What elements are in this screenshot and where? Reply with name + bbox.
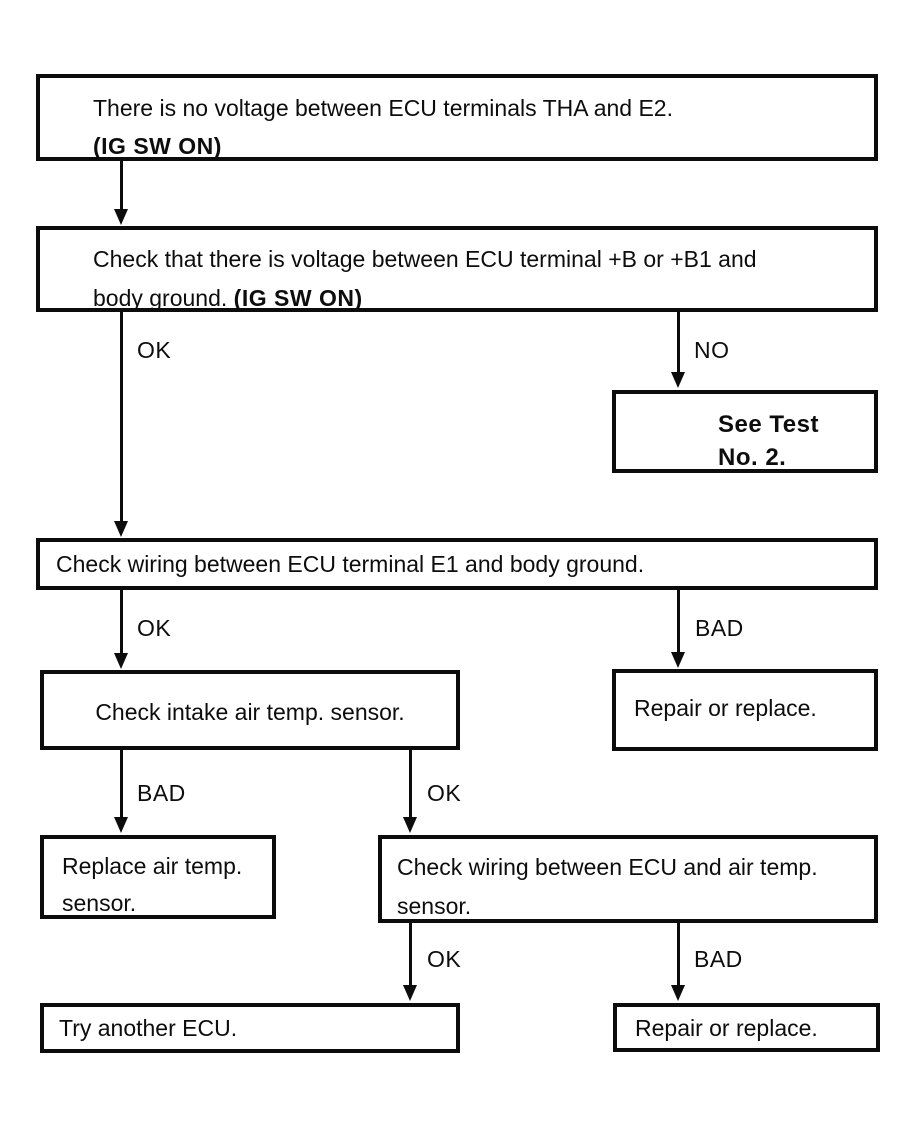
edge-label-bad: BAD	[694, 946, 743, 972]
arrowhead-icon	[114, 209, 128, 225]
connector-line	[120, 590, 123, 655]
node-repair-replace-2: Repair or replace.	[613, 1003, 880, 1052]
node-repair-replace-2-text: Repair or replace.	[635, 1014, 818, 1041]
connector-line	[677, 923, 680, 987]
node-repair-replace-1-text: Repair or replace.	[634, 695, 817, 721]
node-check-wiring-e1-text: Check wiring between ECU terminal E1 and…	[56, 551, 645, 577]
node-see-test-line2: No. 2.	[718, 444, 787, 471]
edge-label-ok: OK	[137, 615, 172, 641]
node-replace-sensor-line2: sensor.	[62, 890, 137, 916]
node-check-voltage-line2: body ground. (IG SW ON)	[93, 285, 363, 311]
node-replace-sensor: Replace air temp. sensor.	[40, 835, 276, 919]
arrowhead-icon	[671, 985, 685, 1001]
node-try-another-ecu: Try another ECU.	[40, 1003, 460, 1053]
connector-line	[120, 750, 123, 819]
node-try-another-ecu-text: Try another ECU.	[59, 1015, 238, 1041]
arrowhead-icon	[403, 985, 417, 1001]
node-check-voltage: Check that there is voltage between ECU …	[36, 226, 878, 312]
node-check-wiring-sensor-line1: Check wiring between ECU and air temp.	[397, 854, 818, 880]
edge-label-ok: OK	[427, 946, 462, 972]
node-start: There is no voltage between ECU terminal…	[36, 74, 878, 161]
node-start-line2: (IG SW ON)	[93, 133, 222, 159]
node-check-voltage-line1: Check that there is voltage between ECU …	[93, 246, 757, 272]
connector-line	[120, 160, 123, 211]
node-check-wiring-sensor-line2: sensor.	[397, 893, 472, 919]
arrowhead-icon	[671, 652, 685, 668]
edge-label-no: NO	[694, 337, 730, 363]
edge-label-ok: OK	[427, 780, 462, 806]
edge-label-ok: OK	[137, 337, 172, 363]
node-repair-replace-1: Repair or replace.	[612, 669, 878, 751]
node-check-intake-sensor-text: Check intake air temp. sensor.	[95, 699, 405, 725]
connector-line	[677, 590, 680, 654]
edge-label-bad: BAD	[695, 615, 744, 641]
node-replace-sensor-line1: Replace air temp.	[62, 853, 243, 879]
node-see-test-line1: See Test	[718, 411, 819, 438]
arrowhead-icon	[114, 521, 128, 537]
connector-line	[409, 750, 412, 819]
edge-label-bad: BAD	[137, 780, 186, 806]
node-check-intake-sensor: Check intake air temp. sensor.	[40, 670, 460, 750]
node-start-line1: There is no voltage between ECU terminal…	[93, 95, 673, 121]
node-check-wiring-e1: Check wiring between ECU terminal E1 and…	[36, 538, 878, 590]
node-see-test: See Test No. 2.	[612, 390, 878, 473]
node-check-wiring-sensor: Check wiring between ECU and air temp. s…	[378, 835, 878, 923]
arrowhead-icon	[114, 653, 128, 669]
arrowhead-icon	[403, 817, 417, 833]
connector-line	[120, 312, 123, 523]
connector-line	[677, 312, 680, 374]
arrowhead-icon	[671, 372, 685, 388]
arrowhead-icon	[114, 817, 128, 833]
connector-line	[409, 923, 412, 987]
